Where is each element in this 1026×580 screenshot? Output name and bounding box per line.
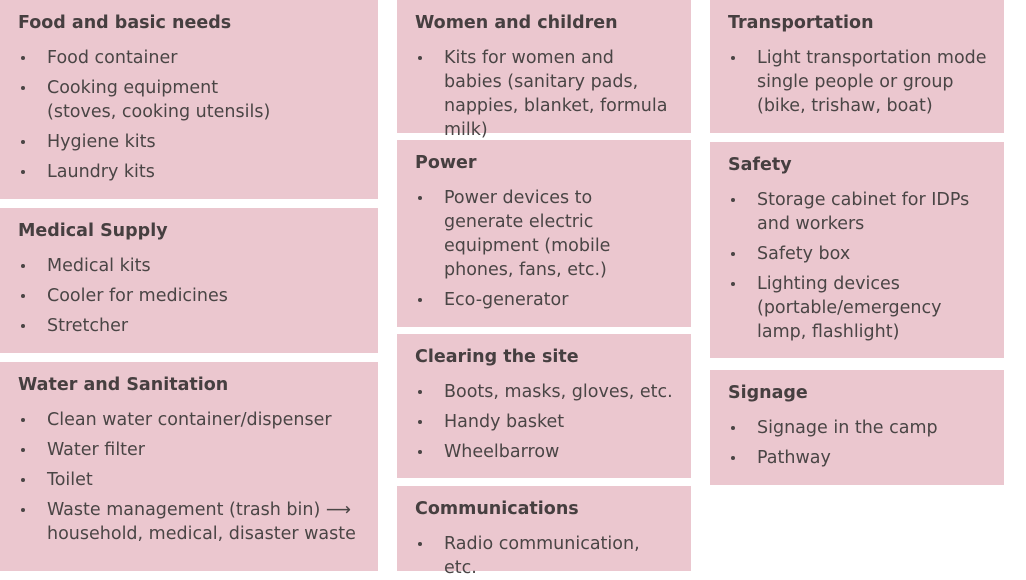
list-item: Lighting devices (portable/emergency lam… [728,272,967,344]
list-item: Hygiene kits [18,130,360,154]
card-title: Transportation [728,13,874,33]
item-list: Light transportation mode single people … [728,46,987,118]
card-clearing-site: Clearing the site Boots, masks, gloves, … [397,334,691,478]
card-food-basic-needs: Food and basic needs Food container Cook… [0,0,378,199]
list-item: Toilet [18,468,360,492]
item-list: Medical kits Cooler for medicines Stretc… [18,254,360,338]
card-transportation: Transportation Light transportation mode… [710,0,1004,133]
list-item: Laundry kits [18,160,360,184]
list-item: Storage cabinet for IDPs and workers [728,188,987,236]
list-item: Wheelbarrow [415,440,673,464]
list-item: Medical kits [18,254,360,278]
card-women-children: Women and children Kits for women and ba… [397,0,691,140]
card-title: Medical Supply [18,221,168,241]
card-title: Signage [728,383,808,403]
list-item: Stretcher [18,314,360,338]
item-list: Power devices to generate electric equip… [415,186,673,312]
card-title: Clearing the site [415,347,579,367]
item-list: Signage in the camp Pathway [728,416,986,470]
list-item: Eco-generator [415,288,673,312]
list-item: Handy basket [415,410,673,434]
card-title: Women and children [415,13,618,33]
list-item: Waste management (trash bin) ⟶ household… [18,498,357,546]
card-communications: Communications Radio communication, etc. [397,486,691,578]
item-list: Food container Cooking equipment (stoves… [18,46,360,184]
list-item: Kits for women and babies (sanitary pads… [415,46,674,142]
item-list: Boots, masks, gloves, etc. Handy basket … [415,380,673,464]
card-signage: Signage Signage in the camp Pathway [710,370,1004,485]
list-item: Radio communication, etc. [415,532,673,580]
item-list: Clean water container/dispenser Water fi… [18,408,360,546]
card-title: Food and basic needs [18,13,232,33]
item-list: Kits for women and babies (sanitary pads… [415,46,673,142]
list-item: Water filter [18,438,360,462]
list-item: Pathway [728,446,986,470]
list-item: Power devices to generate electric equip… [415,186,614,282]
card-medical-supply: Medical Supply Medical kits Cooler for m… [0,208,378,353]
item-list: Radio communication, etc. [415,532,673,580]
list-item: Cooler for medicines [18,284,360,308]
card-water-sanitation: Water and Sanitation Clean water contain… [0,362,378,571]
list-item: Food container [18,46,287,70]
card-title: Water and Sanitation [18,375,229,395]
item-list: Storage cabinet for IDPs and workers Saf… [728,188,986,344]
list-item: Signage in the camp [728,416,986,440]
card-safety: Safety Storage cabinet for IDPs and work… [710,142,1004,358]
card-title: Communications [415,499,579,519]
list-item: Cooking equipment (stoves, cooking utens… [18,76,287,124]
list-item: Safety box [728,242,986,266]
list-item: Light transportation mode single people … [728,46,997,118]
list-item: Boots, masks, gloves, etc. [415,380,673,404]
list-item: Clean water container/dispenser [18,408,360,432]
card-title: Safety [728,155,792,175]
card-power: Power Power devices to generate electric… [397,140,691,327]
card-title: Power [415,153,477,173]
